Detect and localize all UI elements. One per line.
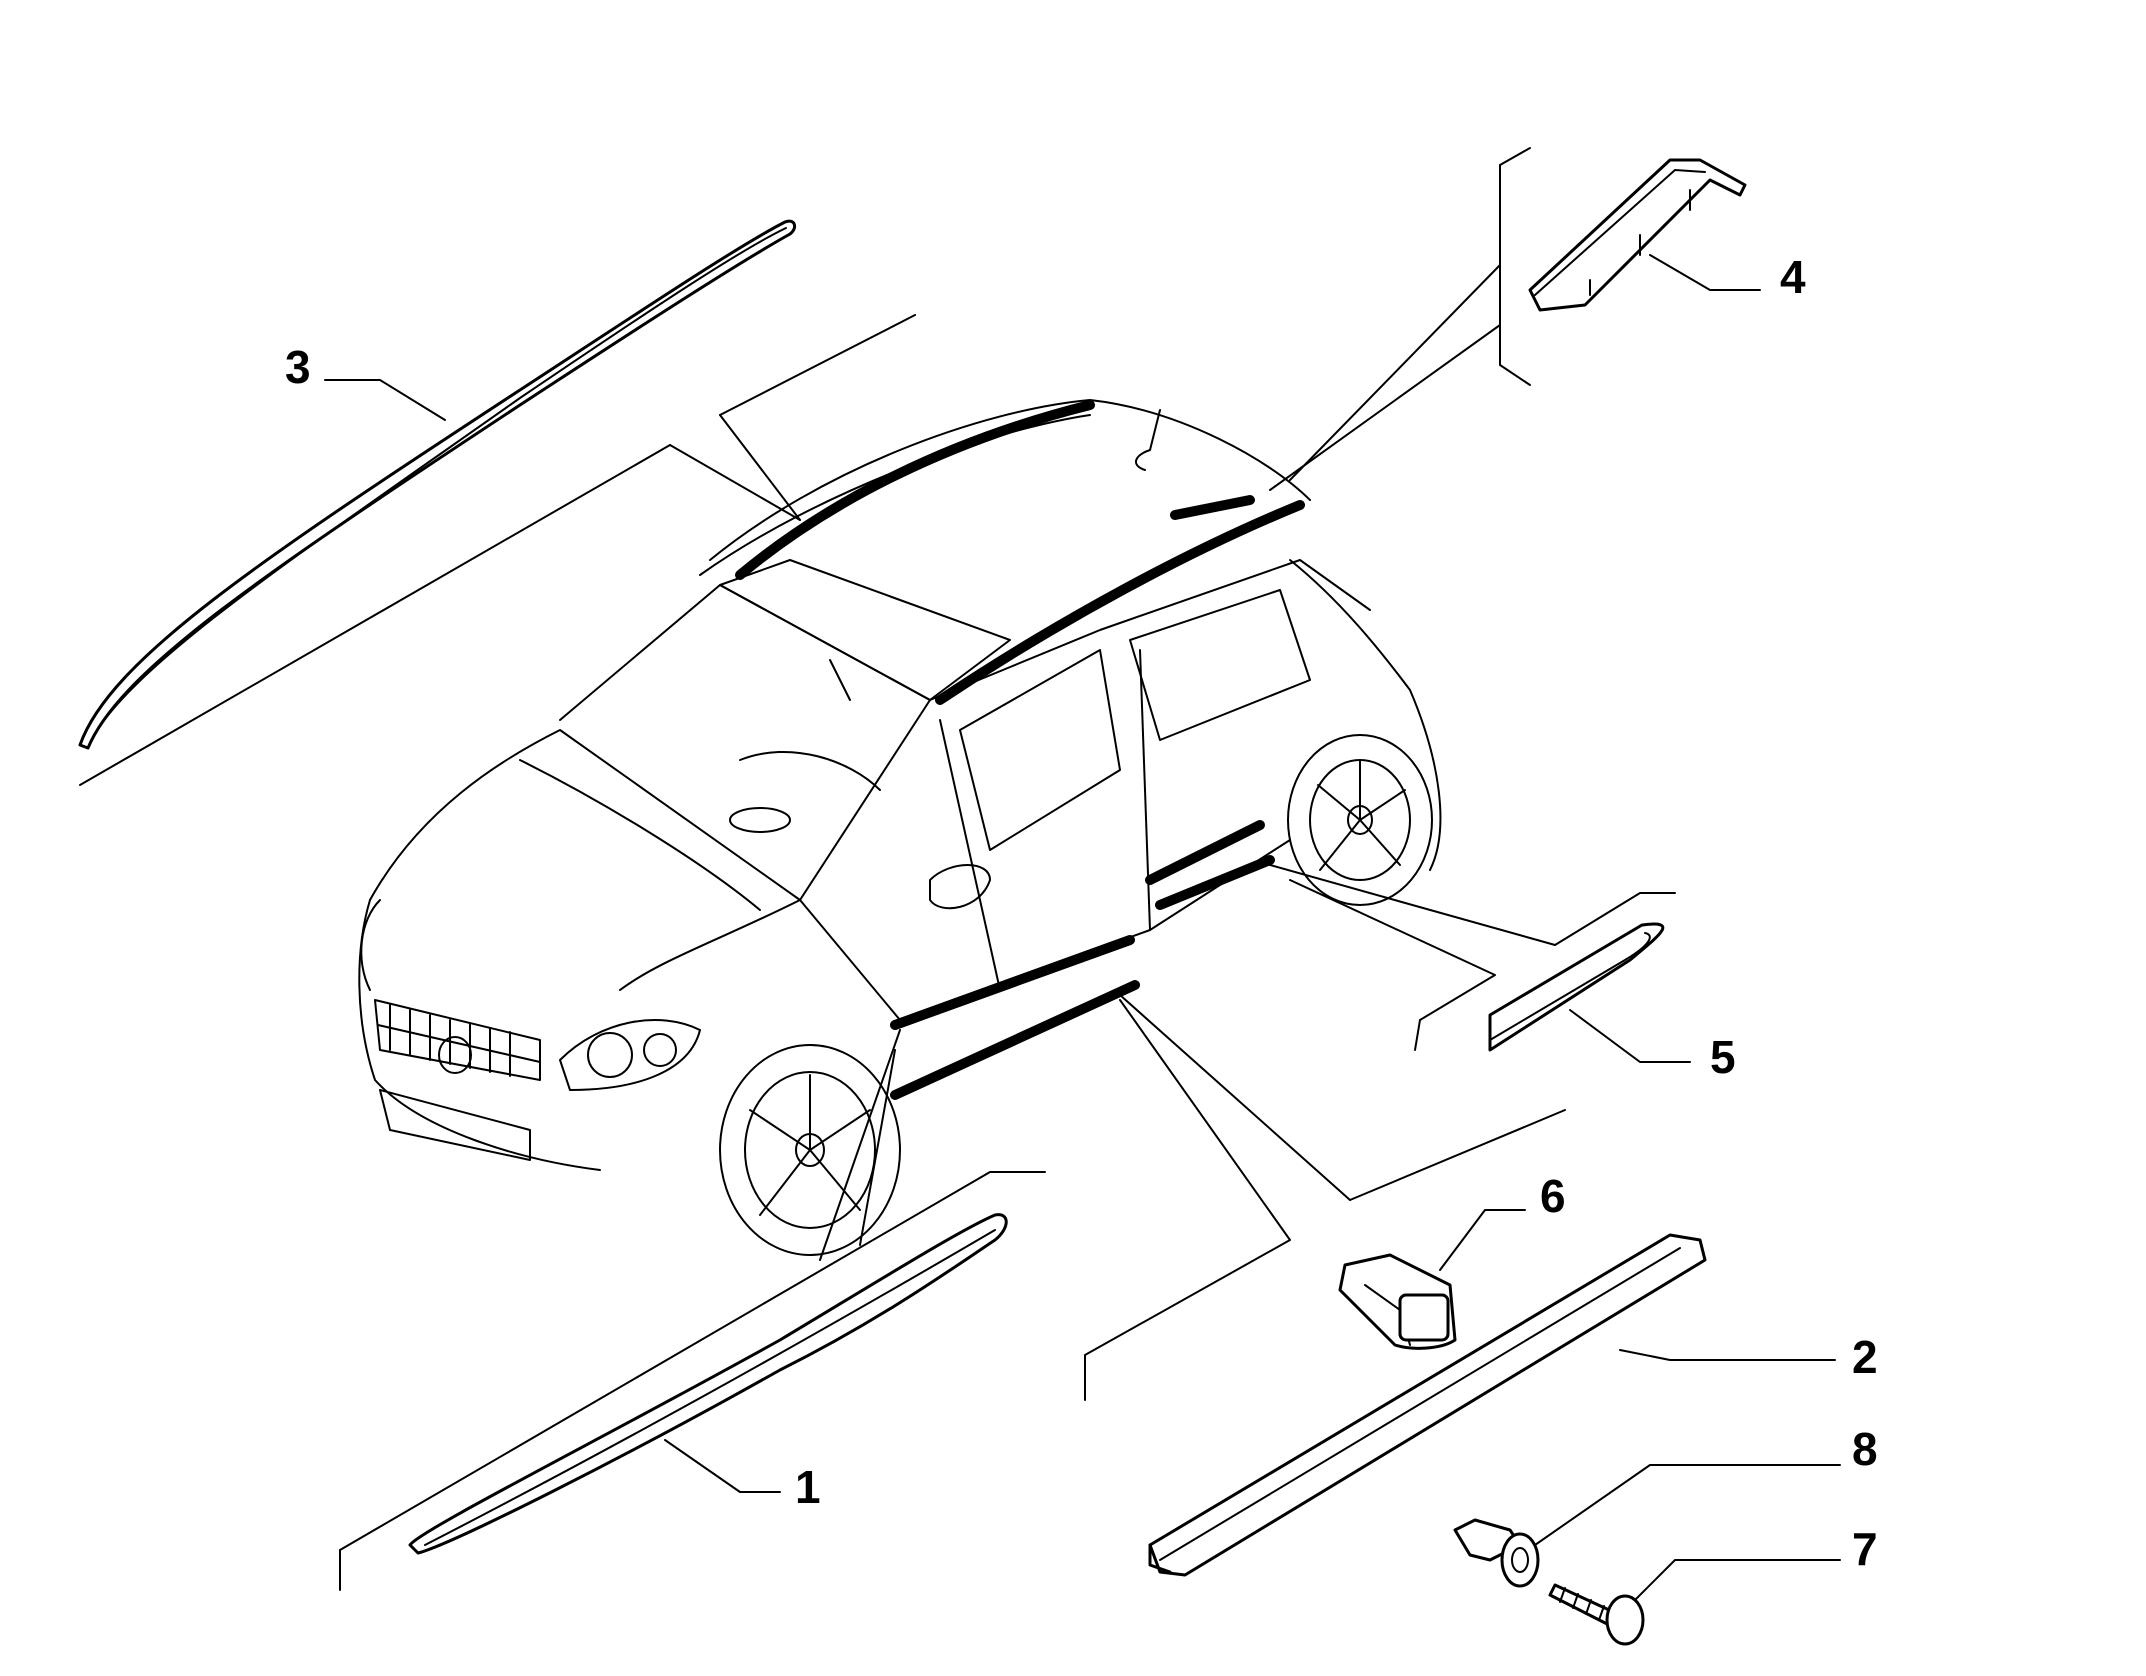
callout-4: 4	[1780, 251, 1806, 303]
part-1-door-molding	[408, 1213, 1008, 1555]
part-5-door-molding	[1488, 922, 1665, 1052]
callout-8: 8	[1852, 1423, 1878, 1475]
callout-3: 3	[285, 341, 311, 393]
part-6-clip	[1338, 1253, 1457, 1350]
car-illustration	[358, 399, 1442, 1256]
leader-lines	[79, 147, 1841, 1601]
part-4-end-cap	[1528, 158, 1747, 312]
callout-1: 1	[795, 1461, 821, 1513]
callout-6: 6	[1540, 1170, 1566, 1222]
callout-5: 5	[1710, 1031, 1736, 1083]
part-2-sill-molding	[1148, 1233, 1707, 1577]
callout-2: 2	[1852, 1331, 1878, 1383]
part-3-roof-molding	[78, 219, 797, 750]
part-7-screw	[1548, 1583, 1645, 1646]
part-8-push-pin	[1453, 1518, 1540, 1588]
callout-7: 7	[1852, 1523, 1878, 1575]
